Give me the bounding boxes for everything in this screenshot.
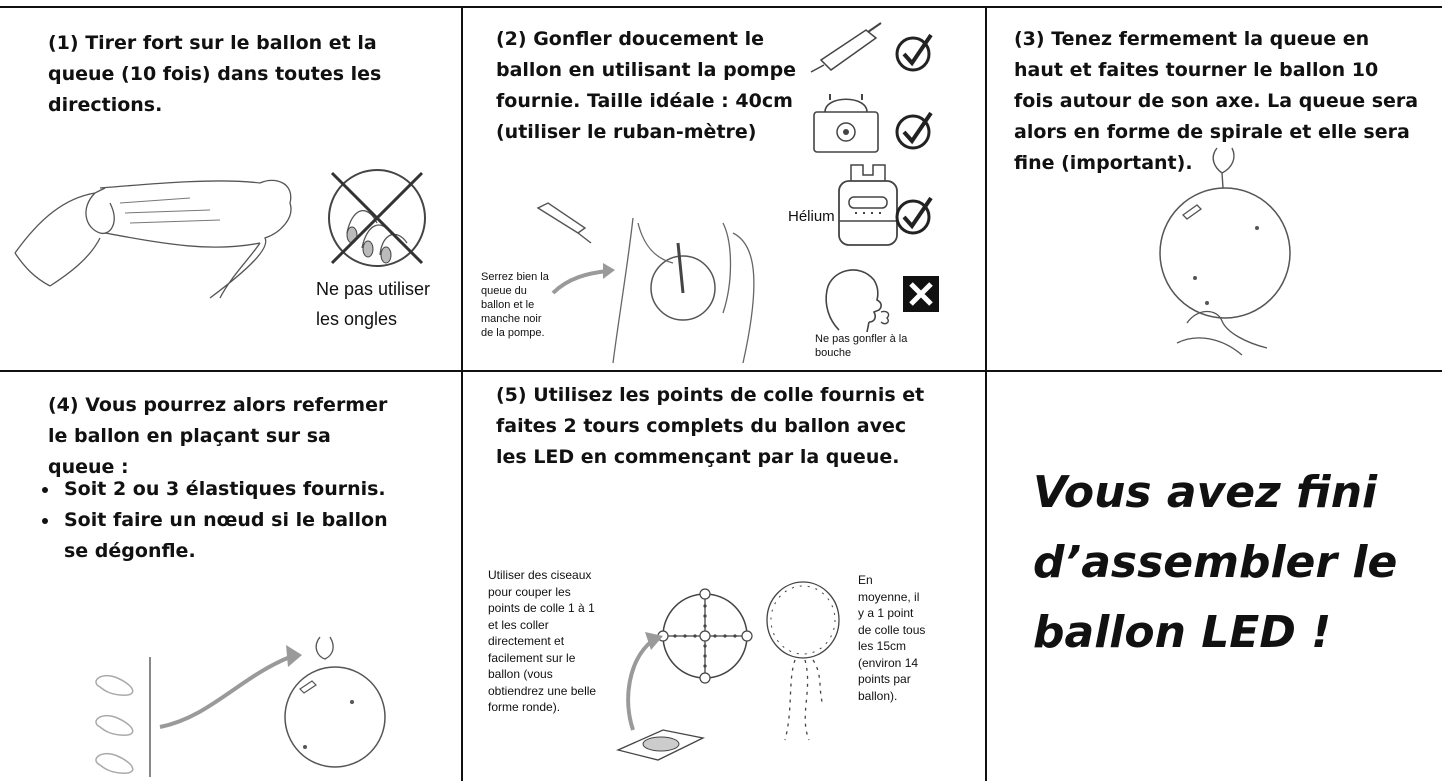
inflating-balloon-illustration — [536, 202, 755, 364]
note-line: pour couper les — [488, 584, 571, 599]
step-1-panel: (1) Tirer fort sur le ballon et la queue… — [0, 8, 461, 370]
no-nails-note: Ne pas utiliser les ongles — [316, 277, 430, 331]
twisting-balloon-illustration — [1159, 147, 1291, 356]
note-line: y a 1 point — [858, 606, 914, 620]
note-line: Ne pas gonfler à la — [815, 333, 908, 345]
mouth-blowing-icon — [825, 269, 890, 333]
step-2-line: (2) Gonfler doucement le — [496, 28, 764, 50]
note-line: ballon (vous — [488, 667, 553, 681]
note-line: de colle tous — [858, 622, 926, 637]
scissors-note: Utiliser des ciseaux pour couper les poi… — [488, 567, 596, 716]
row-divider — [0, 370, 1442, 372]
step-3-panel: (3) Tenez fermement la queue en haut et … — [987, 8, 1442, 370]
note-line: Utiliser des ciseaux — [488, 568, 592, 582]
average-note: En moyenne, il y a 1 point de colle tous… — [858, 572, 925, 704]
led-balloon-diagram — [616, 581, 840, 761]
column-divider-1 — [461, 6, 463, 781]
step-5-text: (5) Utilisez les points de colle fournis… — [496, 384, 925, 468]
note-line: ballon et le — [481, 299, 535, 311]
step-2-text: (2) Gonfler doucement le ballon en utili… — [496, 24, 796, 148]
final-panel: Vous avez fini d’assembler le ballon LED… — [987, 372, 1442, 781]
step-4-bullets: Soit 2 ou 3 élastiques fournis. Soit fai… — [40, 474, 410, 567]
note-line: (environ 14 — [858, 655, 919, 670]
note-line: En — [858, 573, 873, 587]
note-line: points par — [858, 672, 911, 686]
note-line: manche noir — [481, 313, 542, 325]
note-line: obtiendrez une belle — [488, 683, 597, 698]
final-line: d’assembler le — [1033, 537, 1398, 588]
step-1-text: (1) Tirer fort sur le ballon et la queue… — [48, 32, 382, 116]
final-line: ballon LED ! — [1033, 607, 1332, 658]
final-message: Vous avez fini d’assembler le ballon LED… — [1033, 458, 1397, 668]
check-icon — [895, 111, 933, 150]
note-line: directement et — [488, 634, 565, 648]
electric-pump-icon — [813, 94, 879, 153]
note-line: forme ronde). — [488, 700, 561, 714]
mouth-note: Ne pas gonfler à la bouche — [815, 332, 907, 360]
final-line: Vous avez fini — [1033, 467, 1378, 518]
stretching-balloon-hands-icon — [14, 179, 292, 299]
top-border — [0, 6, 1442, 8]
note-line: facilement sur le — [488, 650, 576, 665]
note-line: points de colle 1 à 1 — [488, 601, 595, 615]
step-4-text: (4) Vous pourrez alors refermer le ballo… — [48, 394, 388, 478]
step-2-panel: (2) Gonfler doucement le ballon en utili… — [463, 8, 985, 370]
squeeze-note: Serrez bien la queue du ballon et le man… — [481, 270, 549, 340]
step-2-line: fournie. Taille idéale : 40cm — [496, 90, 793, 112]
check-icon — [895, 196, 933, 235]
note-line: et les coller — [488, 617, 549, 632]
note-line: ballon). — [858, 688, 898, 703]
note-line: moyenne, il — [858, 589, 920, 604]
step-2-line: ballon en utilisant la pompe — [496, 59, 797, 81]
helium-label: Hélium — [788, 208, 835, 225]
cross-icon — [903, 276, 939, 312]
bullet-item: Soit faire un nœud si le ballon se dégon… — [60, 505, 410, 567]
note-line: queue du — [481, 285, 527, 297]
note-line: les 15cm — [858, 639, 907, 653]
closing-balloon-illustration — [95, 636, 386, 777]
note-line: les ongles — [316, 309, 398, 329]
check-icon — [895, 33, 933, 72]
note-line: Serrez bien la — [481, 271, 549, 283]
step-5-panel: (5) Utilisez les points de colle fournis… — [463, 372, 985, 781]
bullet-item: Soit 2 ou 3 élastiques fournis. — [60, 474, 410, 505]
note-line: de la pompe. — [481, 327, 545, 339]
note-line: bouche — [815, 347, 852, 359]
column-divider-2 — [985, 6, 987, 781]
step-3-text: (3) Tenez fermement la queue en haut et … — [1014, 28, 1419, 174]
step-4-panel: (4) Vous pourrez alors refermer le ballo… — [0, 372, 461, 781]
step-2-line: (utiliser le ruban-mètre) — [496, 121, 757, 143]
note-line: Ne pas utiliser — [316, 279, 431, 299]
hand-pump-icon — [810, 22, 882, 73]
no-fingernails-icon — [328, 169, 426, 267]
